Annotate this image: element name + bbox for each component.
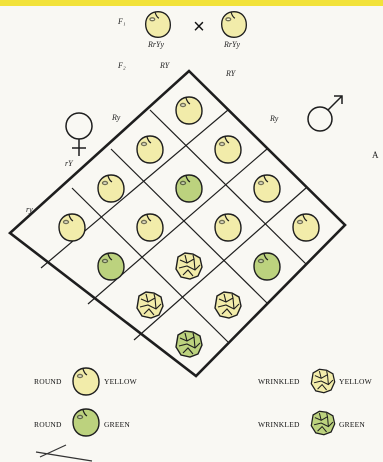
pea-round-yellow-icon	[137, 214, 163, 241]
pea-wrinkled-yellow-icon	[176, 253, 202, 279]
cross-symbol: ×	[193, 16, 205, 38]
legend-wrinkled-label-1: WRINKLED	[258, 377, 300, 386]
legend-wrinkled-green: WRINKLED GREEN	[258, 411, 365, 434]
gamete-label-top: RY	[159, 61, 171, 70]
legend-round-label-1: ROUND	[34, 377, 62, 386]
legend-wrinkled-label-2: WRINKLED	[258, 420, 300, 429]
corner-sketch-lines	[36, 445, 92, 461]
legend-wrinkled-yellow: WRINKLED YELLOW	[258, 369, 373, 392]
pea-round-yellow-icon	[215, 214, 241, 241]
pea-round-yellow-icon	[254, 175, 280, 202]
f2-label: F₂	[117, 61, 126, 70]
side-text-fragment: A	[372, 150, 379, 160]
punnett-cells	[59, 97, 319, 357]
round-green-pea-icon	[73, 409, 99, 436]
pea-round-green-icon	[254, 253, 280, 280]
pea-round-green-icon	[98, 253, 124, 280]
legend-green-label-2: GREEN	[339, 420, 365, 429]
gamete-label-rY: rY	[65, 159, 74, 168]
male-symbol-icon	[308, 96, 342, 131]
parent-pea-left	[146, 12, 171, 38]
pea-round-yellow-icon	[215, 136, 241, 163]
round-yellow-pea-icon	[73, 368, 99, 395]
pea-round-green-icon	[176, 175, 202, 202]
f1-label: F₁	[117, 17, 126, 26]
legend-yellow-label-2: YELLOW	[339, 377, 373, 386]
gamete-label-male-ry: Ry	[269, 114, 279, 123]
pea-round-yellow-icon	[176, 97, 202, 124]
female-symbol-icon	[66, 113, 92, 156]
gamete-label-top-right: RY	[225, 69, 237, 78]
legend-round-label-2: ROUND	[34, 420, 62, 429]
pea-wrinkled-yellow-icon	[215, 292, 241, 318]
pea-round-yellow-icon	[98, 175, 124, 202]
gamete-label-ry: Ry	[111, 113, 121, 122]
left-parent-genotype: RrYy	[147, 40, 164, 49]
pea-wrinkled-yellow-icon	[137, 292, 163, 318]
wrinkled-yellow-pea-icon	[311, 369, 334, 392]
legend-green-label-1: GREEN	[104, 420, 130, 429]
legend-round-yellow: ROUND YELLOW	[34, 368, 138, 395]
pea-round-yellow-icon	[293, 214, 319, 241]
parent-pea-right	[222, 12, 247, 38]
pea-round-yellow-icon	[59, 214, 85, 241]
legend-yellow-label-1: YELLOW	[104, 377, 138, 386]
pea-wrinkled-green-icon	[176, 331, 202, 357]
pea-round-yellow-icon	[137, 136, 163, 163]
legend-round-green: ROUND GREEN	[34, 409, 130, 436]
right-parent-genotype: RrYy	[223, 40, 240, 49]
wrinkled-green-pea-icon	[311, 411, 334, 434]
